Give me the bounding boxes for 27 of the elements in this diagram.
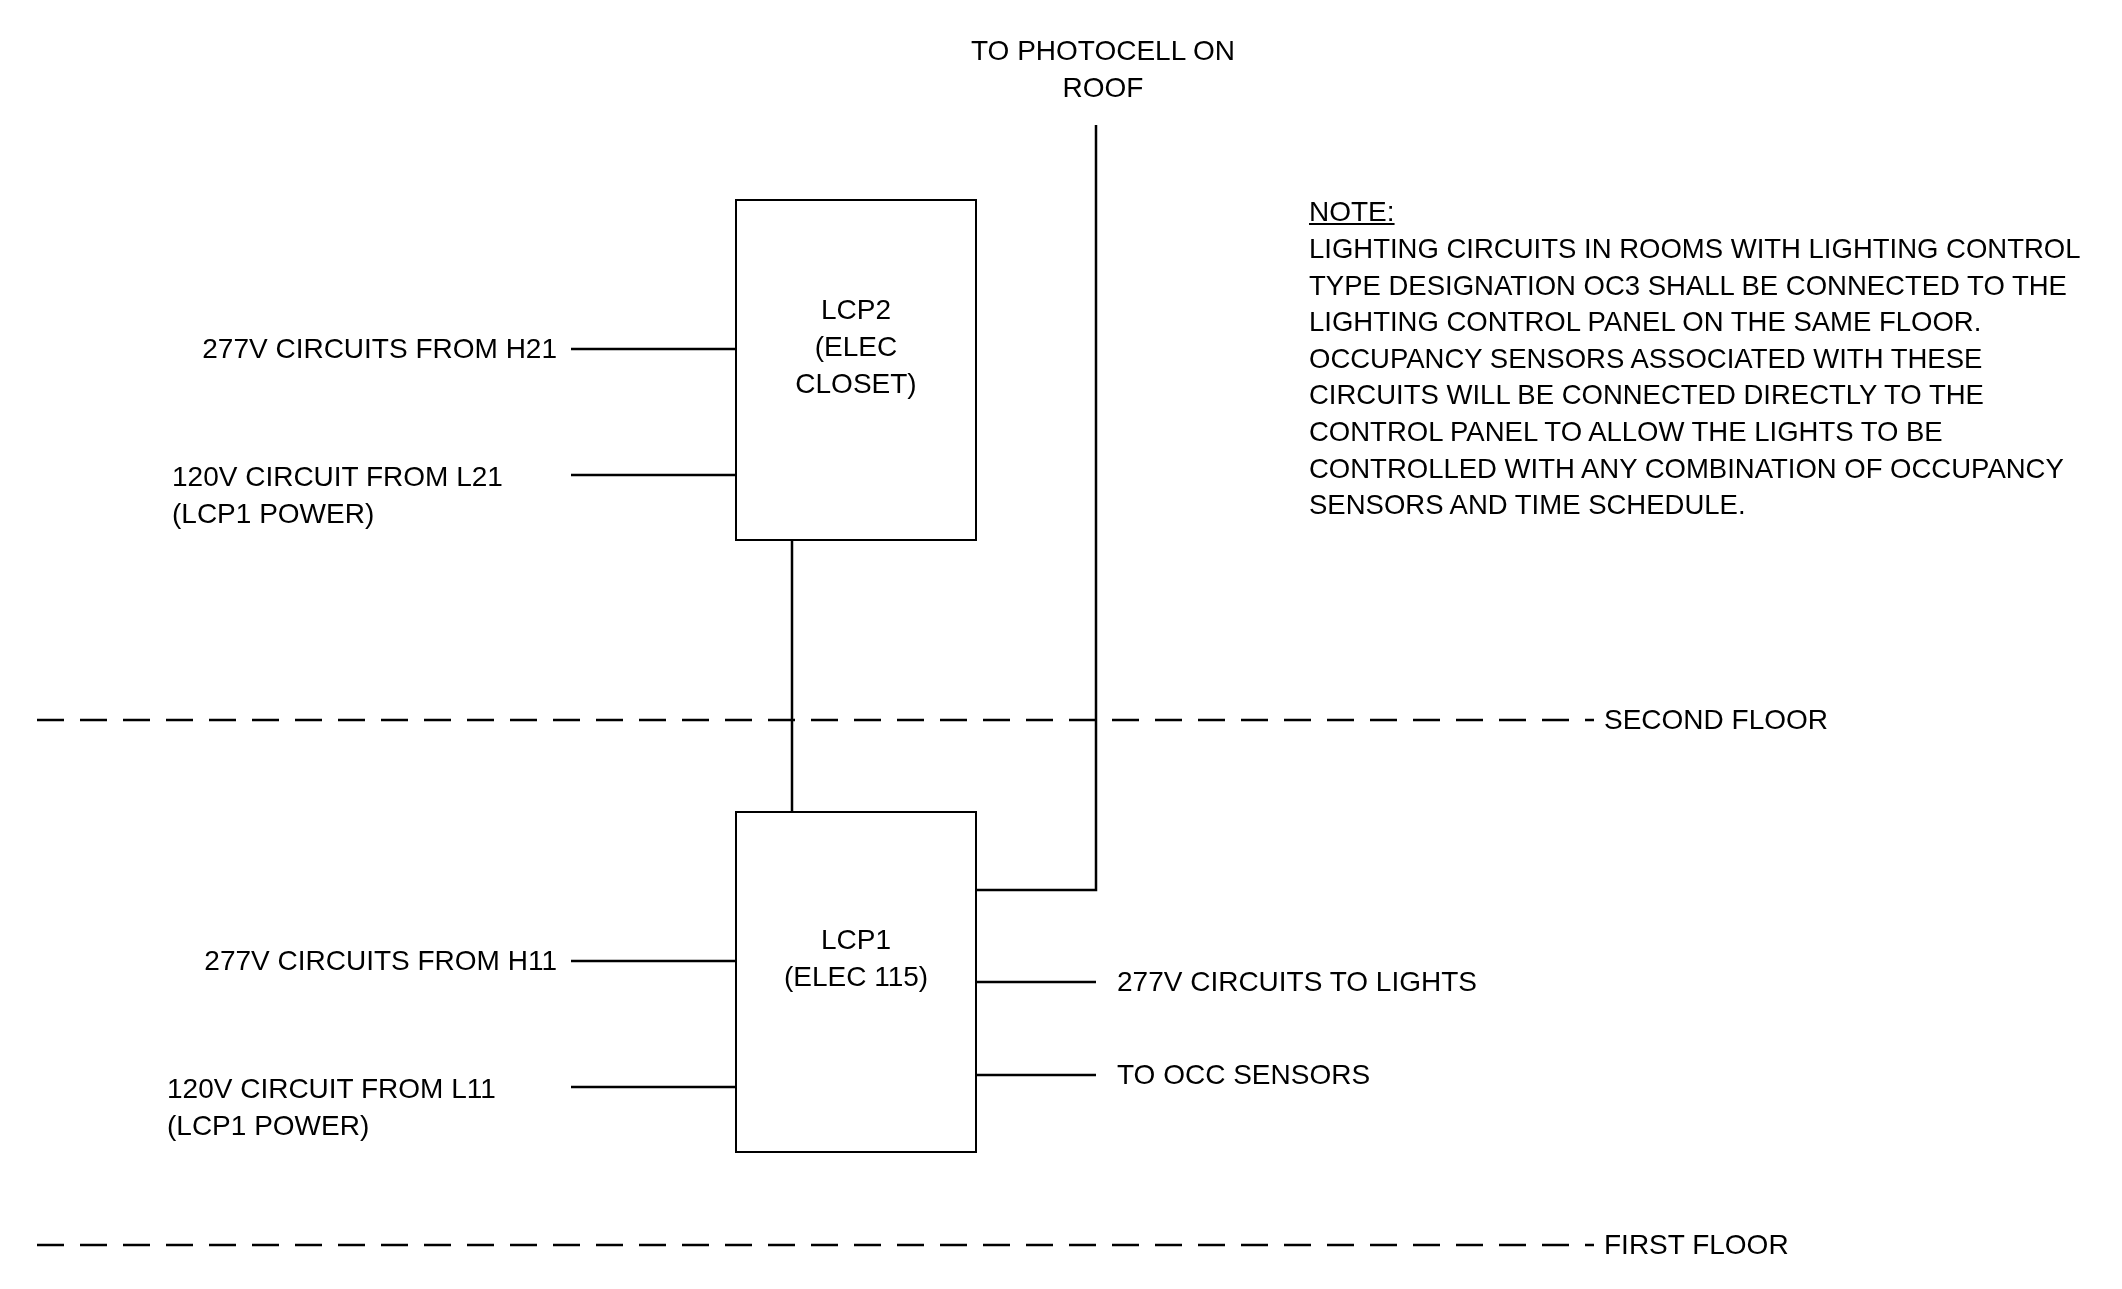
circuit-label: (LCP1 POWER) [172,497,375,531]
panel-label: LCP1 [820,923,891,957]
panel-box [735,811,977,1153]
circuit-label: 277V CIRCUITS FROM H21 [120,330,571,368]
circuit-label: 120V CIRCUIT FROM L21 [172,460,503,494]
wire-line [977,980,1096,984]
panel-label: (ELEC CLOSET) [794,330,918,401]
circuit-label: TO OCC SENSORS [1096,1056,1516,1094]
wire-line [571,1085,735,1089]
circuit-label: 120V CIRCUIT FROM L11 [167,1072,496,1106]
wire-line [571,347,735,351]
circuit-label: 277V CIRCUITS FROM H11 [110,942,571,980]
floor-label: SECOND FLOOR [1604,703,1829,737]
circuit-label: (LCP1 POWER) [167,1109,370,1143]
wire-line [790,541,794,811]
wire-line [977,125,1098,892]
floor-label: FIRST FLOOR [1604,1228,1789,1262]
panel-label: LCP2 [820,293,891,327]
circuit-label: TO PHOTOCELL ON ROOF [970,33,1236,105]
note-heading: NOTE: [1309,195,1395,229]
circuit-label: 277V CIRCUITS TO LIGHTS [1096,963,1516,1001]
note-text: LIGHTING CIRCUITS IN ROOMS WITH LIGHTING CONTROL TYPE DESIGNATION OC3 SHALL BE CONNECTED TO THE LIGHTING CONTROL PANEL ON THE SAME FLOOR. OCCUPANCY SENSORS ASSOCIATED WITH THESE CIRCUITS WILL BE CONNECTED DIRECTLY TO THE CONTROL PANEL TO ALLOW THE LIGHTS TO BE CONTROLLED WITH ANY COMBINATION OF OCCUPANCY SENSORS AND TIME SCHEDULE. [1309,232,2081,523]
panel-label: (ELEC 115) [783,960,929,994]
panel-box [735,199,977,541]
wire-line [977,1073,1096,1077]
wire-line [571,959,735,963]
wire-line [571,473,735,477]
